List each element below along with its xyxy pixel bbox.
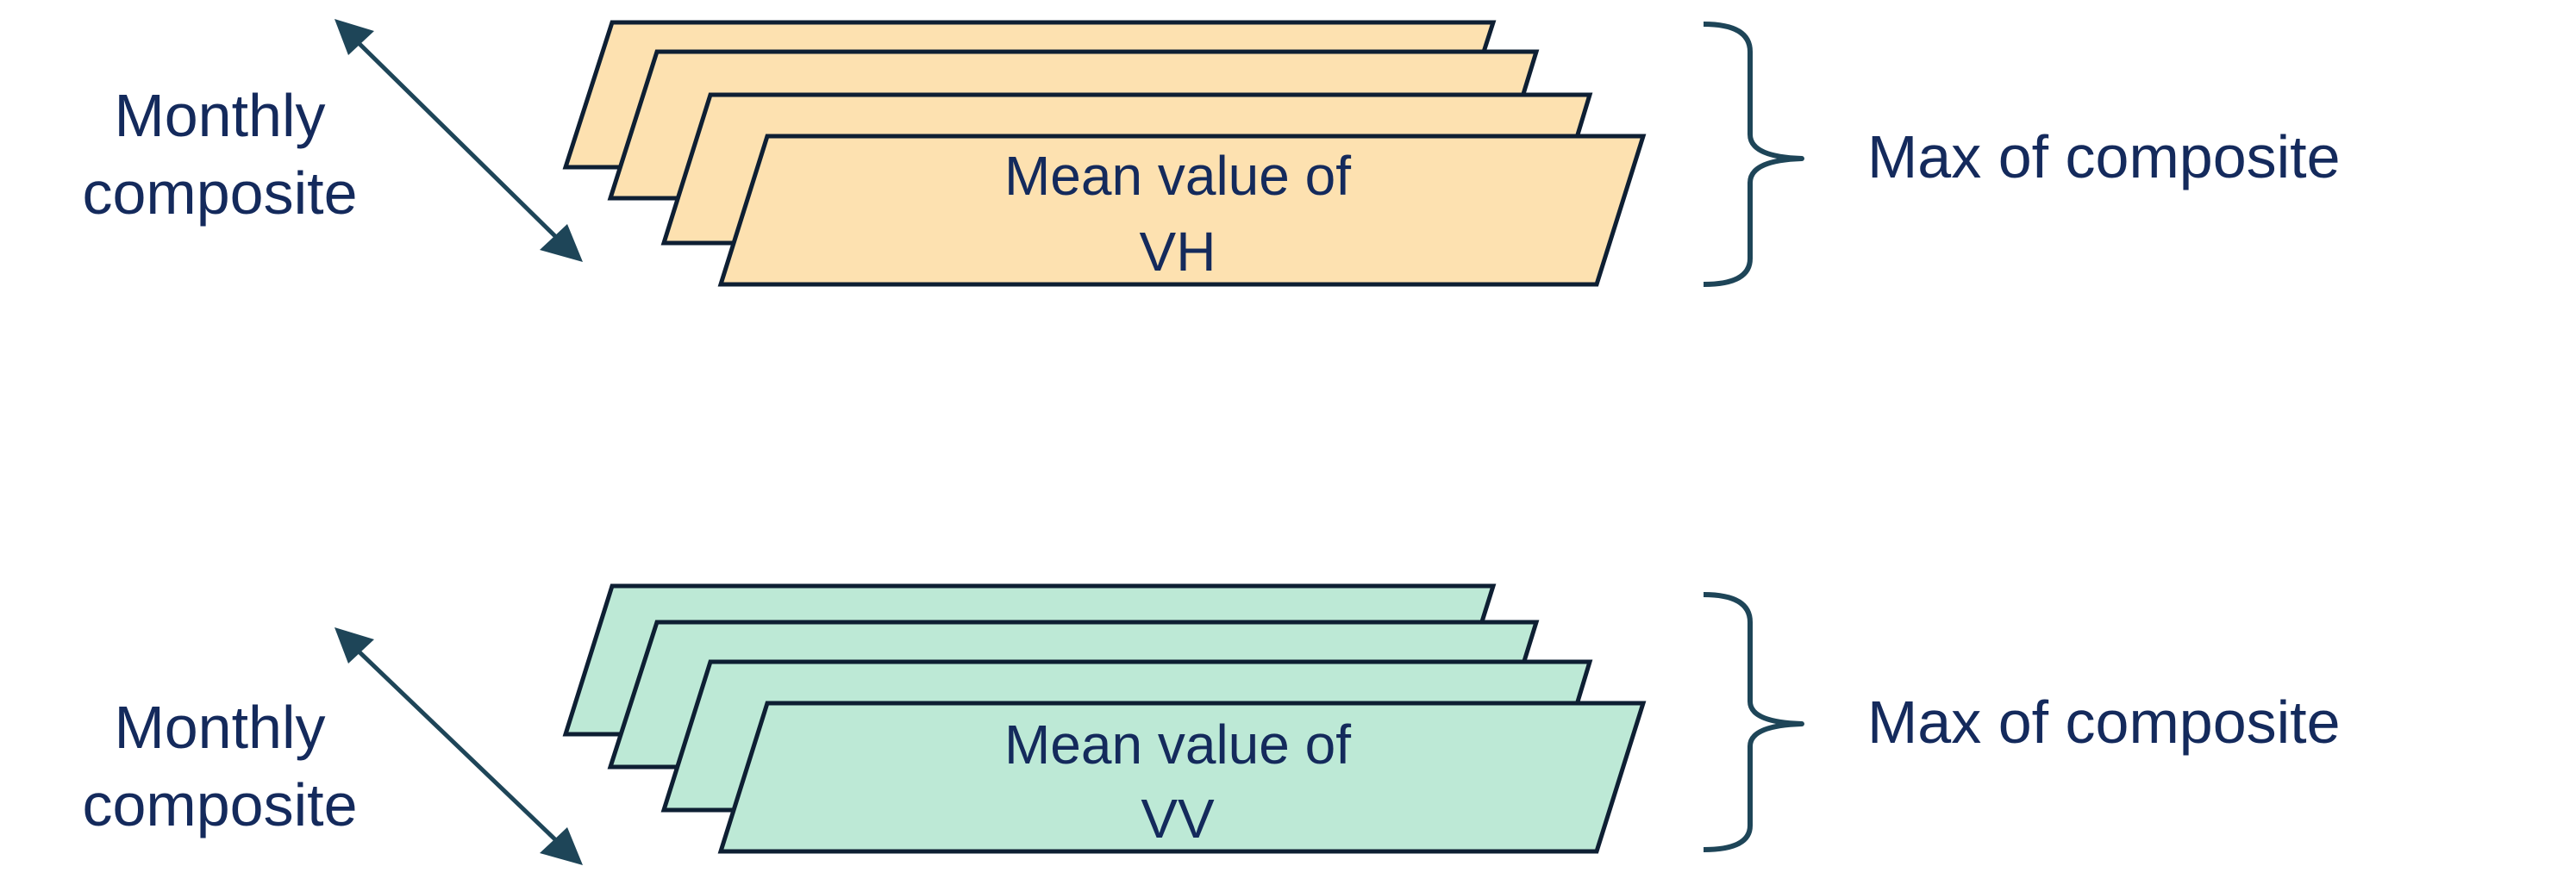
vh-double-arrow-icon	[335, 19, 583, 262]
vv-brace	[1703, 592, 1804, 852]
vh-left-label-line2: composite	[82, 159, 357, 227]
vv-left-label-line1: Monthly	[114, 694, 325, 761]
vh-brace	[1703, 22, 1804, 287]
vv-sheet-label-line1: Mean value of	[1004, 714, 1351, 776]
vv-group: Monthly composite Mean value of VV Max o…	[82, 583, 2341, 865]
vv-sheet-label-line2: VV	[1141, 788, 1215, 850]
vv-double-arrow-icon	[335, 627, 583, 865]
vh-left-label-line1: Monthly	[114, 82, 325, 149]
vh-group: Monthly composite Mean value of VH Max o…	[82, 19, 2341, 287]
vh-sheet-front	[717, 134, 1647, 287]
vv-sheet-front	[717, 701, 1647, 854]
vh-sheet-label-line2: VH	[1140, 221, 1216, 283]
vh-sheet-label-line1: Mean value of	[1004, 145, 1351, 207]
vv-left-label-line2: composite	[82, 771, 357, 838]
vh-right-label: Max of composite	[1867, 123, 2341, 190]
vv-right-label: Max of composite	[1867, 689, 2341, 756]
